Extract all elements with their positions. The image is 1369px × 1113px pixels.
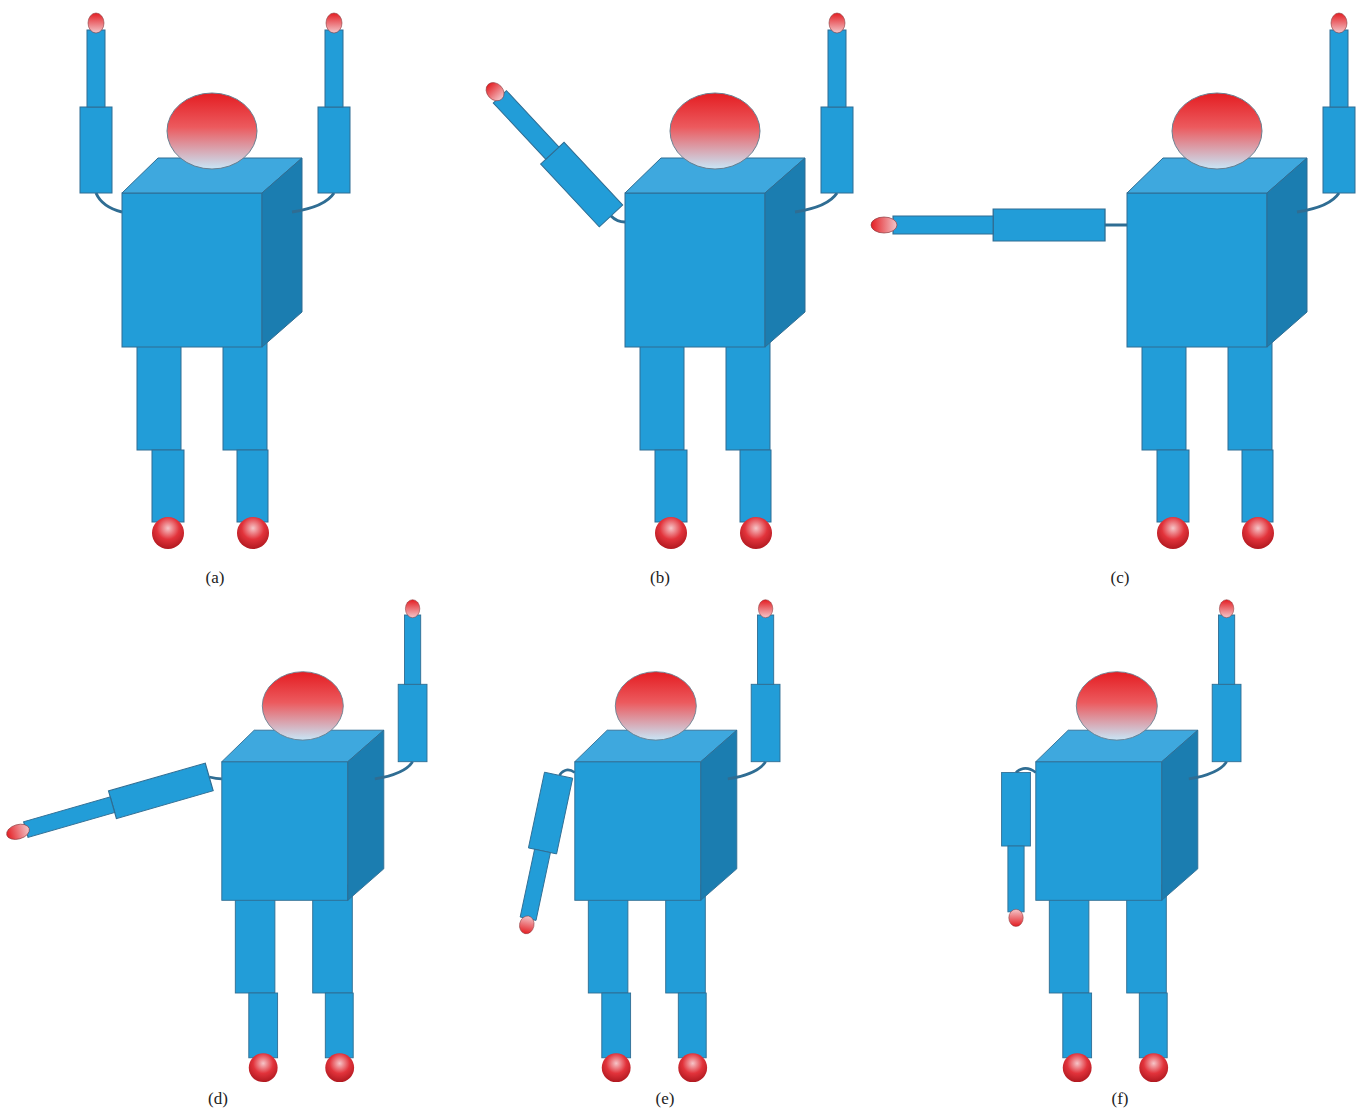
panel-label: (d) [208,1089,228,1109]
panel-label: (f) [1112,1089,1129,1109]
robot-figure [511,600,780,1082]
robot-figure [80,13,350,549]
robot-figure [871,13,1355,549]
robot-figure [1002,600,1241,1082]
panel-label: (e) [656,1089,675,1109]
panel-label: (b) [650,568,670,588]
robot-figure [477,13,853,549]
panel-label: (c) [1111,568,1130,588]
robot-figure [3,600,427,1082]
panel-label: (a) [206,568,225,588]
